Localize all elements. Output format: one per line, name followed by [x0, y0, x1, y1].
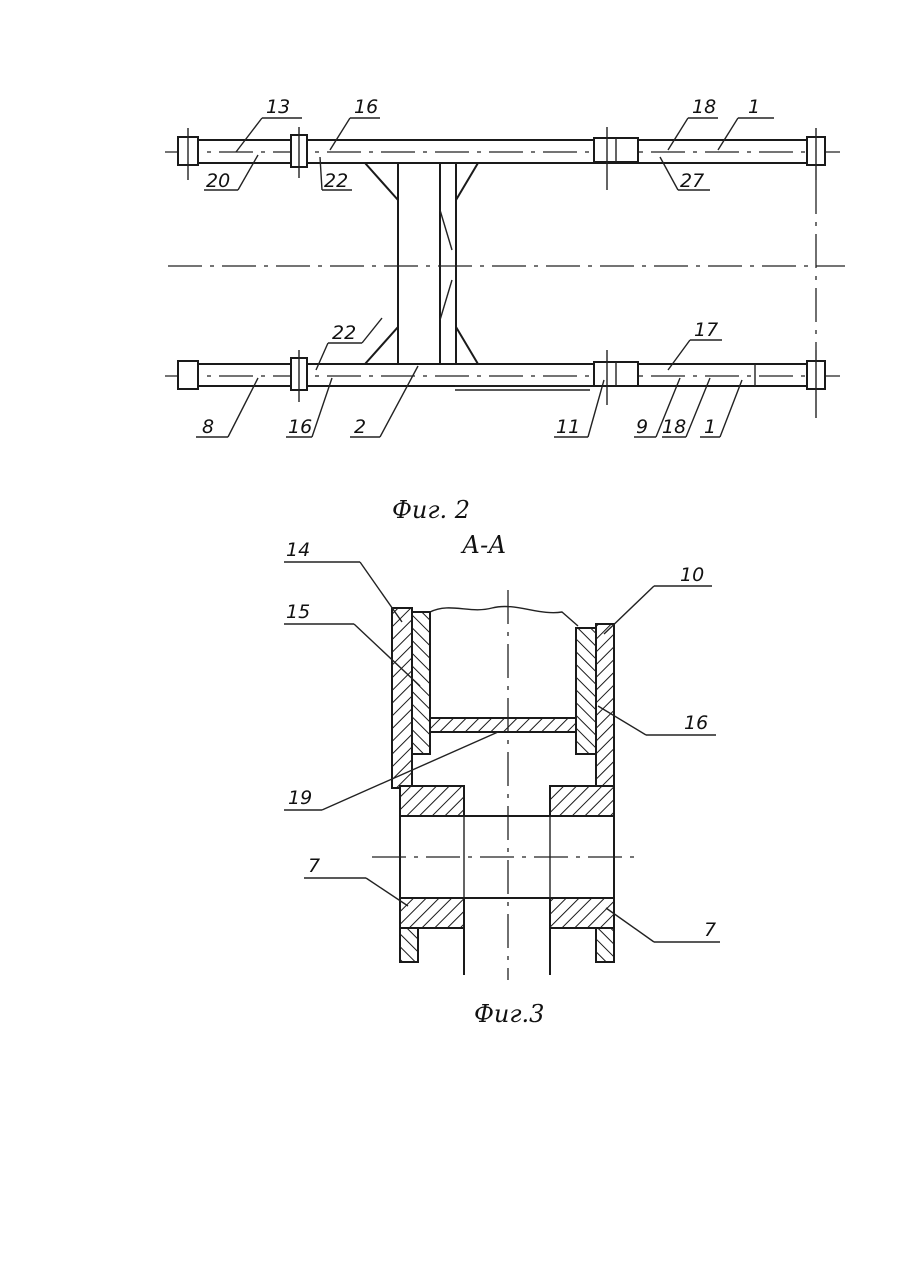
label-9: 9 — [636, 416, 648, 438]
figure-3-section-aa: А-А — [284, 531, 720, 1028]
label-1-bottom: 1 — [704, 416, 716, 438]
label-22-bottom: 22 — [332, 322, 356, 344]
plate-19 — [430, 718, 576, 732]
bottom-rail — [165, 350, 840, 418]
label-19: 19 — [288, 787, 312, 809]
upper-right-hub — [550, 786, 614, 816]
label-20: 20 — [206, 170, 230, 192]
cross-member — [365, 163, 478, 364]
label-7-right: 7 — [704, 919, 716, 941]
label-2: 2 — [354, 416, 366, 438]
label-14: 14 — [286, 539, 310, 561]
label-17: 17 — [694, 319, 718, 341]
label-18-top: 18 — [692, 96, 716, 118]
right-inner-wall — [576, 628, 596, 754]
label-16-bottom: 16 — [288, 416, 312, 438]
figure-2-caption: Фиг. 2 — [392, 496, 470, 524]
break-line — [430, 606, 578, 626]
label-10: 10 — [680, 564, 704, 586]
left-flange — [400, 928, 418, 962]
label-11: 11 — [556, 416, 580, 438]
label-27: 27 — [680, 170, 704, 192]
right-flange — [596, 928, 614, 962]
section-title: А-А — [460, 531, 506, 559]
label-22-top: 22 — [324, 170, 348, 192]
label-16-section: 16 — [684, 712, 708, 734]
label-8: 8 — [202, 416, 214, 438]
left-inner-wall — [412, 612, 430, 754]
top-rail — [165, 127, 840, 190]
label-15: 15 — [286, 601, 310, 623]
left-outer-wall — [392, 608, 412, 788]
label-7-left: 7 — [308, 855, 320, 877]
label-18-bottom: 18 — [662, 416, 686, 438]
figure-3-caption: Фиг.3 — [474, 1000, 544, 1028]
lower-right-hub — [550, 898, 614, 928]
label-1-top: 1 — [748, 96, 760, 118]
upper-left-hub — [400, 786, 464, 816]
lower-left-hub — [400, 898, 464, 928]
label-13: 13 — [266, 96, 290, 118]
figure-2-frame-plan-view: 13 16 18 1 20 22 27 22 17 8 16 2 — [165, 96, 845, 524]
figure-3-callouts: 14 15 10 16 19 7 7 — [284, 539, 720, 942]
label-16-top: 16 — [354, 96, 378, 118]
